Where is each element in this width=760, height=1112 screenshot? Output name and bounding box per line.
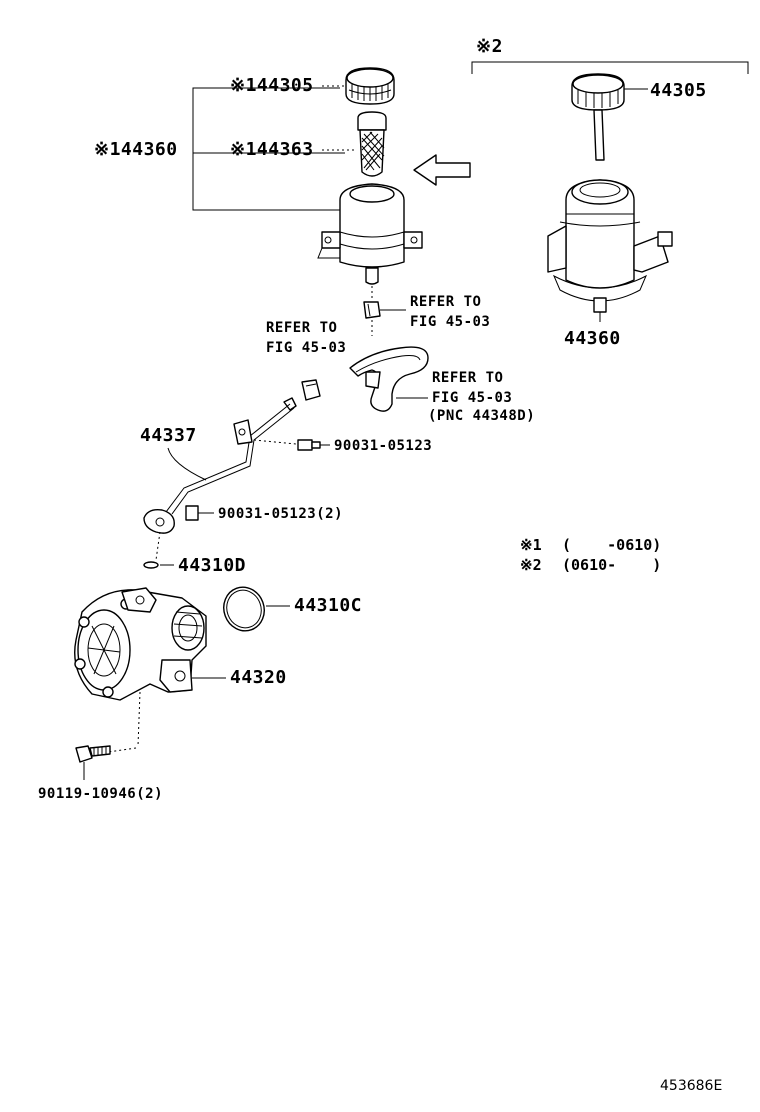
legend-note1-range: ( -0610) <box>562 536 661 554</box>
label-filter-v1: ※144363 <box>230 139 314 160</box>
reservoir-cap-v2 <box>571 73 625 161</box>
label-pipe: 44337 <box>140 425 197 446</box>
legend-note2-range: (0610- ) <box>562 556 661 574</box>
direction-arrow-icon <box>413 154 471 186</box>
label-oring-c: 44310C <box>294 595 362 616</box>
bolt-pipe-icon <box>185 505 199 521</box>
variant-legend: ※1 ( -0610) ※2 (0610- ) <box>520 536 661 574</box>
label-refer-3c: (PNC 44348D) <box>428 408 535 424</box>
label-pump: 44320 <box>230 667 287 688</box>
label-oring-d: 44310D <box>178 555 246 576</box>
label-refer-3a: REFER TO <box>432 370 503 386</box>
figure-id: 453686E <box>660 1078 722 1094</box>
label-reservoir-v2: 44360 <box>564 328 621 349</box>
o-ring-small <box>143 561 159 569</box>
label-refer-3b: FIG 45-03 <box>432 390 512 406</box>
label-pump-bolt: 90119-10946(2) <box>38 786 163 802</box>
label-cap-v1: ※144305 <box>230 75 314 96</box>
o-ring-large <box>223 586 265 632</box>
label-refer-2a: REFER TO <box>266 320 337 336</box>
power-steering-pump <box>74 587 207 701</box>
label-reservoir-v1: ※144360 <box>94 139 178 160</box>
label-bolt-b: 90031-05123(2) <box>218 506 343 522</box>
legend-note1-mark: ※1 <box>520 536 542 554</box>
reservoir-body-v2 <box>547 179 673 313</box>
reservoir-body-v1 <box>317 183 423 285</box>
reservoir-assembly-v2: ※2 44305 44360 <box>471 36 749 349</box>
reservoir-assembly-v1 <box>192 67 423 300</box>
hose-clamp-upper <box>363 301 381 319</box>
suction-pipe <box>143 397 297 534</box>
hose-clamp-lower <box>301 379 321 401</box>
reservoir-filter-v1 <box>357 111 387 177</box>
label-refer-1a: REFER TO <box>410 294 481 310</box>
label-refer-1b: FIG 45-03 <box>410 314 490 330</box>
reservoir-cap-v1 <box>345 67 395 105</box>
legend-note2-mark: ※2 <box>520 556 542 574</box>
label-refer-2b: FIG 45-03 <box>266 340 346 356</box>
label-variant2-header: ※2 <box>476 36 503 57</box>
label-bolt-a: 90031-05123 <box>334 438 432 454</box>
return-hose <box>349 346 429 412</box>
label-cap-v2: 44305 <box>650 80 707 101</box>
pump-mounting-bolt <box>75 745 111 763</box>
